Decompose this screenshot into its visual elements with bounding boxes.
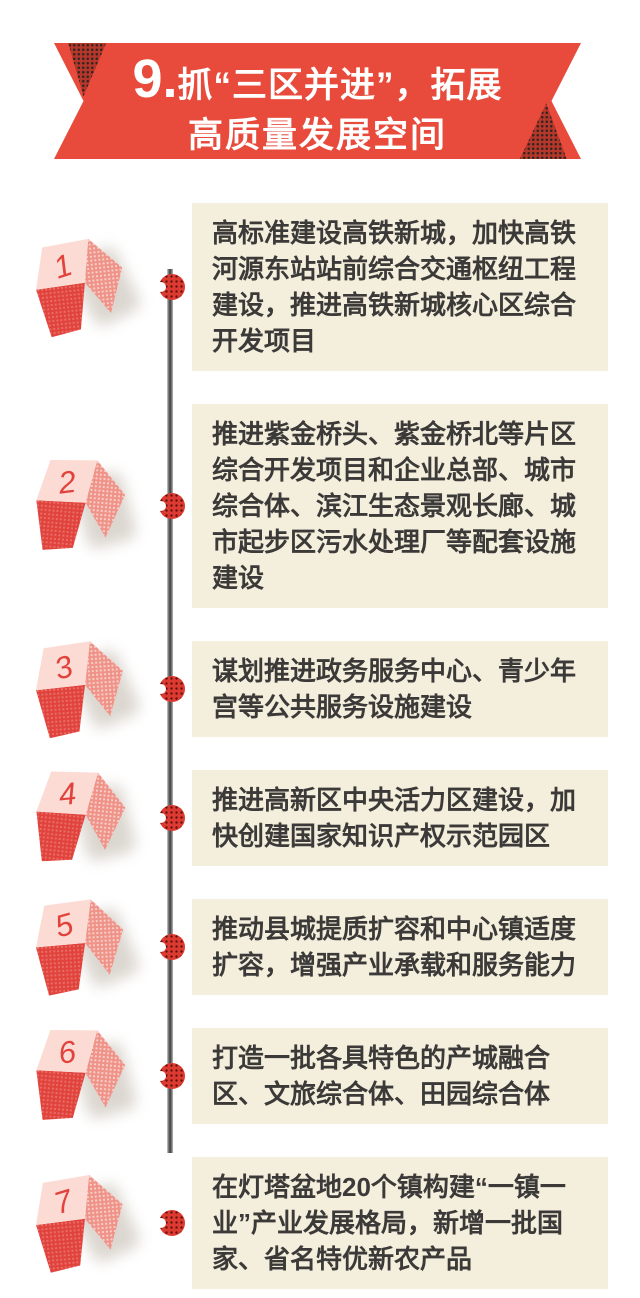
item-text-box: 高标准建设高铁新城，加快高铁河源东站站前综合交通枢纽工程建设，推进高铁新城核心区… <box>192 203 608 371</box>
header-title-line2: 高质量发展空间 <box>187 115 447 155</box>
item-text-box: 推动县城提质扩容和中心镇适度扩容，增强产业承载和服务能力 <box>192 899 608 995</box>
number-cube-icon: 2 <box>32 455 138 556</box>
item-text: 推动县城提质扩容和中心镇适度扩容，增强产业承载和服务能力 <box>212 914 577 980</box>
number-cube-icon: 6 <box>32 1025 138 1126</box>
timeline-rows: 1 高标准建设高铁新城，加快高铁河源东站站前综合交通枢纽工程建设，推进高铁新城核… <box>0 203 640 1298</box>
header-title-line1: 9.抓“三区并进”，拓展 <box>132 52 502 106</box>
item-text-box: 在灯塔盆地20个镇构建“一镇一业”产业发展格局，新增一批国家、省名特优新农产品 <box>192 1157 608 1289</box>
number-cube-icon: 3 <box>33 639 143 739</box>
number-cube-icon: 5 <box>34 898 142 996</box>
item-text: 高标准建设高铁新城，加快高铁河源东站站前综合交通枢纽工程建设，推进高铁新城核心区… <box>212 218 577 356</box>
item-text-box: 推进高新区中央活力区建设，加快创建国家知识产权示范园区 <box>192 770 608 866</box>
item-number: 6 <box>56 1033 78 1071</box>
timeline-item: 6 打造一批各具特色的产城融合区、文旅综合体、田园综合体 <box>0 1028 640 1124</box>
timeline-item: 3 谋划推进政务服务中心、青少年宫等公共服务设施建设 <box>0 641 640 737</box>
item-text: 打造一批各具特色的产城融合区、文旅综合体、田园综合体 <box>212 1043 551 1109</box>
ribbon-shape <box>54 43 581 159</box>
number-cube-icon: 1 <box>31 236 143 339</box>
section-title-text: 抓“三区并进”，拓展 <box>177 65 503 105</box>
item-text-box: 推进紫金桥头、紫金桥北等片区综合开发项目和企业总部、城市综合体、滨江生态景观长廊… <box>192 404 608 608</box>
number-cube-icon: 4 <box>31 767 138 870</box>
timeline-item: 4 推进高新区中央活力区建设，加快创建国家知识产权示范园区 <box>0 770 640 866</box>
timeline-item: 1 高标准建设高铁新城，加快高铁河源东站站前综合交通枢纽工程建设，推进高铁新城核… <box>0 203 640 371</box>
timeline-item: 2 推进紫金桥头、紫金桥北等片区综合开发项目和企业总部、城市综合体、滨江生态景观… <box>0 404 640 608</box>
item-text: 推进紫金桥头、紫金桥北等片区综合开发项目和企业总部、城市综合体、滨江生态景观长廊… <box>212 419 577 593</box>
header-ribbon: 9.抓“三区并进”，拓展 高质量发展空间 <box>54 43 581 159</box>
header-title: 9.抓“三区并进”，拓展 高质量发展空间 <box>54 43 581 159</box>
timeline-dot-icon <box>156 1210 185 1236</box>
timeline-dot-icon <box>156 1063 185 1089</box>
item-text-box: 打造一批各具特色的产城融合区、文旅综合体、田园综合体 <box>192 1028 608 1124</box>
number-cube-icon: 7 <box>32 1172 143 1273</box>
section-number: 9. <box>132 48 178 109</box>
timeline-dot-icon <box>156 493 185 519</box>
item-text: 谋划推进政务服务中心、青少年宫等公共服务设施建设 <box>212 656 577 722</box>
timeline-line <box>167 269 173 1153</box>
item-number: 2 <box>56 463 78 501</box>
item-text-box: 谋划推进政务服务中心、青少年宫等公共服务设施建设 <box>192 641 608 737</box>
timeline-item: 5 推动县城提质扩容和中心镇适度扩容，增强产业承载和服务能力 <box>0 899 640 995</box>
timeline-dot-icon <box>156 676 185 702</box>
timeline-item: 7 在灯塔盆地20个镇构建“一镇一业”产业发展格局，新增一批国家、省名特优新农产… <box>0 1157 640 1289</box>
timeline-dot-icon <box>156 274 185 300</box>
timeline-dot-icon <box>156 934 185 960</box>
item-number: 4 <box>57 775 78 812</box>
item-text: 推进高新区中央活力区建设，加快创建国家知识产权示范园区 <box>212 785 577 851</box>
timeline-dot-icon <box>156 805 185 831</box>
item-text: 在灯塔盆地20个镇构建“一镇一业”产业发展格局，新增一批国家、省名特优新农产品 <box>212 1172 566 1274</box>
